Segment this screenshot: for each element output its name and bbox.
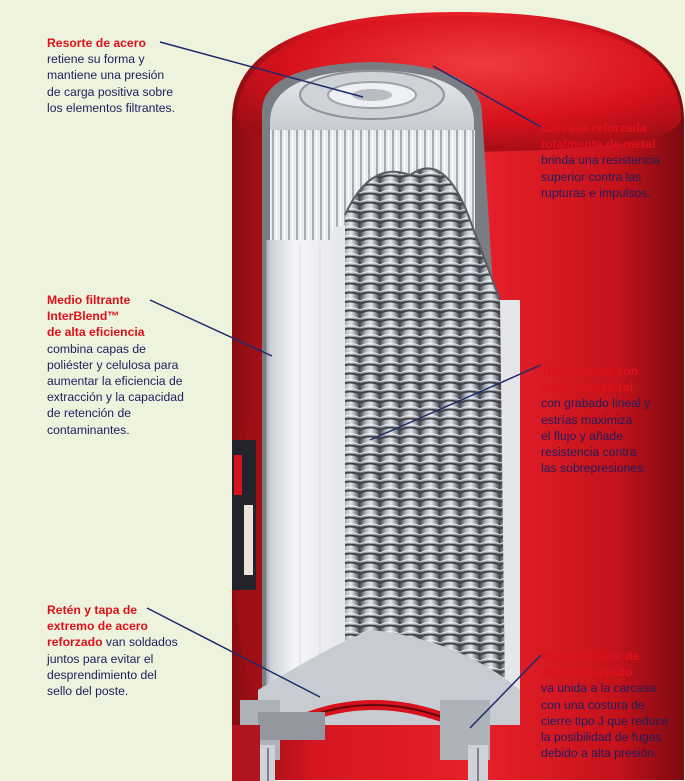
callout-spring: Resorte de acero retiene su forma y mant… <box>47 35 175 116</box>
callout-base-plate: Placa de base de acero reforzado va unid… <box>541 648 668 761</box>
callout-media: Medio filtrante InterBlend™ de alta efic… <box>47 292 184 438</box>
callout-housing-body: brinda una resistencia superior contra l… <box>541 152 660 201</box>
callout-base-plate-body: va unida a la carcasa con una costura de… <box>541 680 668 761</box>
callout-center-tube: Tubo central con rejilla en espiral con … <box>541 363 650 476</box>
filter-media <box>268 225 345 690</box>
callout-media-body: combina capas de poliéster y celulosa pa… <box>47 341 184 438</box>
callout-media-heading: Medio filtrante InterBlend™ de alta efic… <box>47 292 184 341</box>
callout-spring-body: retiene su forma y mantiene una presión … <box>47 51 175 116</box>
callout-housing: Carcasa reforzada totalmente de metal br… <box>541 120 660 201</box>
callout-housing-heading: Carcasa reforzada totalmente de metal <box>541 120 660 152</box>
cutaway-interior <box>240 62 520 760</box>
callout-center-tube-heading: Tubo central con rejilla en espiral <box>541 363 650 395</box>
callout-center-tube-body: con grabado lineal y estrías maximiza el… <box>541 395 650 476</box>
callout-retainer-mixed-line: reforzado van soldados <box>47 634 178 650</box>
callout-spring-heading: Resorte de acero <box>47 35 175 51</box>
callout-retainer: Retén y tapa de extremo de acero reforza… <box>47 602 178 699</box>
callout-base-plate-heading: Placa de base de acero reforzado <box>541 648 668 680</box>
housing-label-fragment <box>232 440 256 590</box>
callout-retainer-body: reforzado van soldados juntos para evita… <box>47 634 178 699</box>
callout-retainer-heading: Retén y tapa de extremo de acero <box>47 602 178 634</box>
